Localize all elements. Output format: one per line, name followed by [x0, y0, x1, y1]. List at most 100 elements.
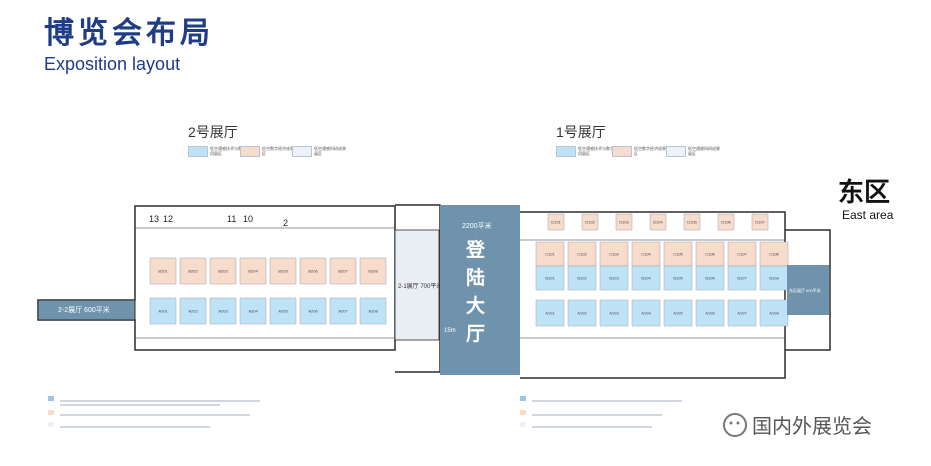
entrance-10: 10 — [243, 214, 253, 224]
east-area-subtitle: East area — [842, 208, 894, 222]
booth — [599, 299, 629, 327]
booth — [567, 241, 597, 267]
booth-label: B101 — [545, 276, 555, 281]
booth-label: D102 — [585, 220, 595, 225]
booth — [631, 299, 661, 327]
page-subtitle: Exposition layout — [44, 54, 181, 74]
east-area-zone — [787, 265, 829, 315]
hall1-title: 1号展厅 — [556, 124, 606, 140]
booth — [149, 257, 177, 285]
east-area-title: 东区 — [838, 177, 891, 207]
entrance-11: 11 — [227, 214, 236, 224]
page-title: 博览会布局 — [44, 17, 214, 50]
booth-label: B205 — [278, 269, 288, 274]
booth-label: D107 — [755, 220, 765, 225]
booth — [759, 241, 789, 267]
booth — [717, 213, 735, 231]
hall2-walls — [37, 204, 441, 373]
hall2-right-area-label: 2-1展厅 700平米 — [398, 282, 442, 290]
hall2-title: 2号展厅 — [188, 124, 238, 140]
booth — [649, 213, 667, 231]
booth-label: C105 — [673, 252, 683, 257]
booth-label: A106 — [705, 311, 715, 316]
hall2-2-1-area — [394, 229, 440, 341]
booth — [759, 299, 789, 327]
booth — [269, 297, 297, 325]
booth — [599, 265, 629, 291]
booth — [599, 241, 629, 267]
booth-label: A208 — [368, 309, 378, 314]
landing-hall-area: 2200平米 — [462, 221, 492, 230]
booth — [631, 241, 661, 267]
booth — [683, 213, 701, 231]
entrance-2: 2 — [283, 218, 288, 228]
booth-label: A203 — [218, 309, 228, 314]
booth-label: D106 — [721, 220, 731, 225]
entrance-12: 12 — [163, 214, 173, 224]
landing-hall-dimension: 15m — [444, 328, 456, 334]
booth-label: A207 — [338, 309, 348, 314]
booth — [695, 299, 725, 327]
booth — [567, 265, 597, 291]
booth-label: A103 — [609, 311, 619, 316]
booth-label: A108 — [769, 311, 779, 316]
booth-label: B107 — [737, 276, 747, 281]
legend-swatch-blue — [556, 146, 576, 157]
booth — [359, 297, 387, 325]
legend-swatch-blue — [188, 146, 208, 157]
booth-label: A107 — [737, 311, 747, 316]
booth-label: A204 — [248, 309, 258, 314]
booth — [663, 241, 693, 267]
landing-hall — [440, 205, 520, 375]
landing-hall-char3: 大 — [466, 294, 485, 317]
booth — [663, 265, 693, 291]
booth-label: B103 — [609, 276, 619, 281]
booth-label: C101 — [545, 252, 555, 257]
booth-label: B105 — [673, 276, 683, 281]
legend-label: 低空通感技术与数字应用展区 — [210, 146, 250, 156]
booth-label: C107 — [737, 252, 747, 257]
hall2-2-2-area — [37, 299, 136, 321]
booth-label: B104 — [641, 276, 651, 281]
booth-label: C103 — [609, 252, 619, 257]
legend-label: 低空数字经济成果展区 — [262, 146, 298, 156]
booth-label: A205 — [278, 309, 288, 314]
booth — [695, 265, 725, 291]
notes-hall2 — [48, 396, 260, 428]
booth — [299, 257, 327, 285]
booth-label: D104 — [653, 220, 663, 225]
booth-label: A105 — [673, 311, 683, 316]
booth — [329, 297, 357, 325]
booth-label: B202 — [188, 269, 198, 274]
booth-label: B206 — [308, 269, 318, 274]
east-area-label: 东区展厅 600平米 — [789, 287, 821, 293]
booth-label: B201 — [158, 269, 168, 274]
booth-label: B108 — [769, 276, 779, 281]
booth-label: A102 — [577, 311, 587, 316]
landing-hall-char2: 陆 — [466, 266, 485, 289]
booth — [567, 299, 597, 327]
booth-label: D105 — [687, 220, 697, 225]
booth — [239, 257, 267, 285]
booth-label: B207 — [338, 269, 348, 274]
legend-swatch-peach — [240, 146, 260, 157]
booth-label: C108 — [769, 252, 779, 257]
booth — [239, 297, 267, 325]
booth-label: C106 — [705, 252, 715, 257]
booth-label: C104 — [641, 252, 651, 257]
notes-hall1 — [520, 396, 682, 428]
booth — [751, 213, 769, 231]
booth-label: B204 — [248, 269, 258, 274]
booth — [535, 265, 565, 291]
booth — [727, 265, 757, 291]
booth — [299, 297, 327, 325]
legend-label: 低空通感技术与数字应用展区 — [578, 146, 618, 156]
booth-label: D101 — [551, 220, 561, 225]
booth-label: B106 — [705, 276, 715, 281]
wechat-icon — [723, 413, 747, 437]
legend-label: 低空通感科研成果展区 — [688, 146, 720, 156]
booth — [149, 297, 177, 325]
